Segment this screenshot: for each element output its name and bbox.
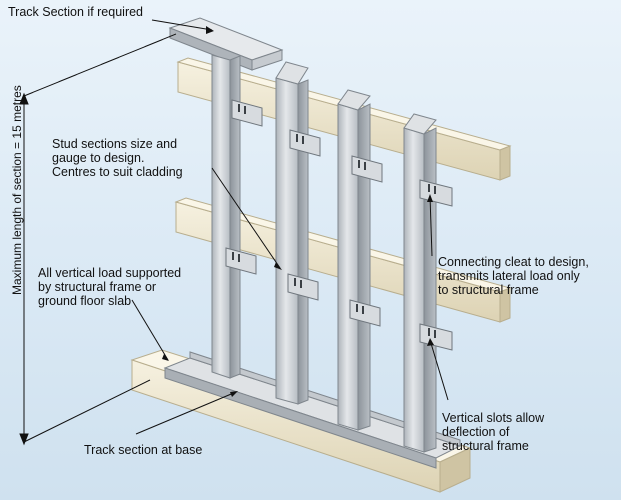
label-connecting-cleat: Connecting cleat to design, transmits la… <box>438 255 589 297</box>
label-track-top: Track Section if required <box>8 5 144 19</box>
max-length-dimension <box>19 33 177 446</box>
label-vertical-slots: Vertical slots allow deflection of struc… <box>442 411 545 453</box>
stud-4 <box>403 113 437 453</box>
stud-2 <box>275 61 309 405</box>
label-vertical-load: All vertical load supported by structura… <box>38 266 182 308</box>
vertical-slots <box>232 104 436 338</box>
leader-lines <box>131 19 449 435</box>
stud-3 <box>337 89 371 431</box>
stud-1 <box>211 54 241 379</box>
label-max-length: Maximum length of section = 15 metres <box>10 85 24 295</box>
label-track-base: Track section at base <box>84 443 203 457</box>
label-stud-sections: Stud sections size and gauge to design. … <box>52 137 183 179</box>
leader-arrowheads <box>162 26 434 397</box>
